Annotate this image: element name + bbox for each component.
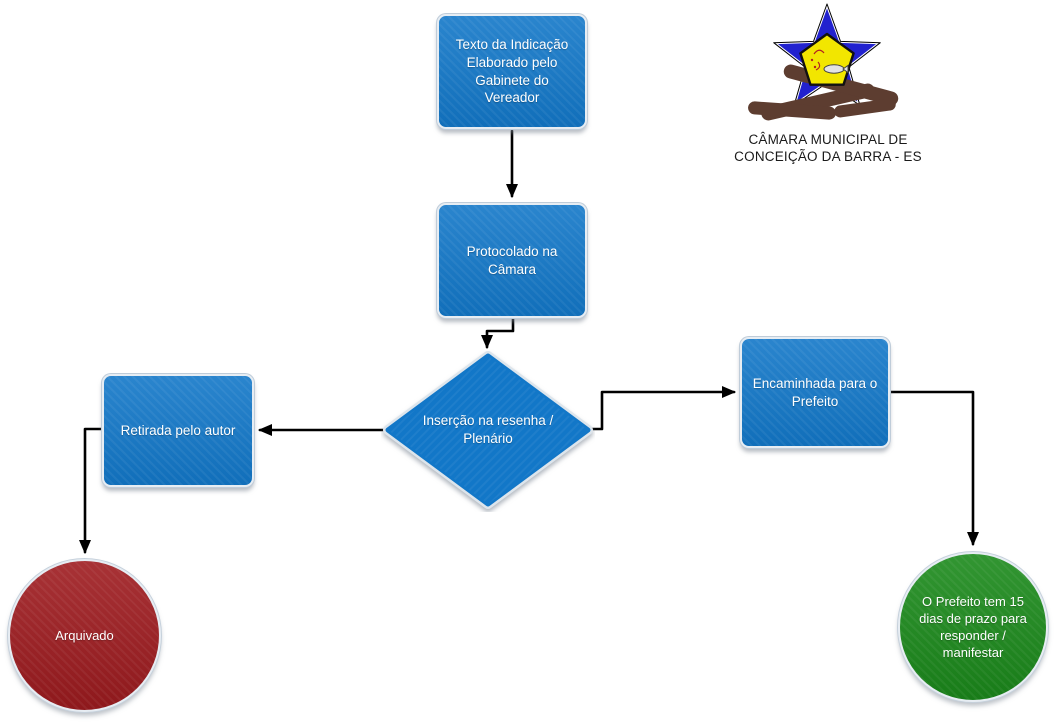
- node-arquivado-label: Arquivado: [55, 627, 114, 643]
- node-insercao-resenha-shape: [383, 351, 593, 509]
- node-texto-indicacao-label: Texto da Indicação Elaborado pelo Gabine…: [455, 36, 569, 106]
- node-retirada-autor-label: Retirada pelo autor: [120, 422, 236, 438]
- node-protocolado: Protocolado na Câmara: [437, 203, 587, 318]
- logo-title: CÂMARA MUNICIPAL DE CONCEIÇÃO DA BARRA -…: [714, 131, 942, 165]
- pentagon-emblems-icon: [810, 49, 825, 71]
- node-encaminhada-prefeito-label: Encaminhada para o Prefeito: [752, 375, 878, 409]
- logo-title-line2: CONCEIÇÃO DA BARRA - ES: [734, 149, 922, 164]
- camara-logo: [748, 2, 899, 121]
- fish-icon: [823, 64, 849, 74]
- node-insercao-resenha: Inserção na resenha / Plenário: [403, 393, 573, 467]
- node-encaminhada-prefeito: Encaminhada para o Prefeito: [740, 337, 890, 448]
- node-texto-indicacao: Texto da Indicação Elaborado pelo Gabine…: [437, 14, 587, 129]
- node-retirada-autor: Retirada pelo autor: [102, 374, 254, 487]
- node-insercao-resenha-label: Inserção na resenha / Plenário: [422, 413, 554, 446]
- edge-insercao-encaminhada: [587, 386, 736, 431]
- node-arquivado: Arquivado: [8, 559, 161, 712]
- edge-retirada-arquivado: [79, 427, 104, 554]
- pentagon-shield-icon: [799, 32, 855, 86]
- edge-encaminhada-prazo: [888, 390, 979, 546]
- edge-protocolado-insercao: [481, 317, 515, 349]
- node-prazo-prefeito: O Prefeito tem 15 dias de prazo para res…: [898, 552, 1048, 702]
- node-prazo-prefeito-label: O Prefeito tem 15 dias de prazo para res…: [919, 593, 1027, 661]
- logo-title-line1: CÂMARA MUNICIPAL DE: [748, 132, 908, 147]
- node-protocolado-label: Protocolado na Câmara: [466, 243, 558, 277]
